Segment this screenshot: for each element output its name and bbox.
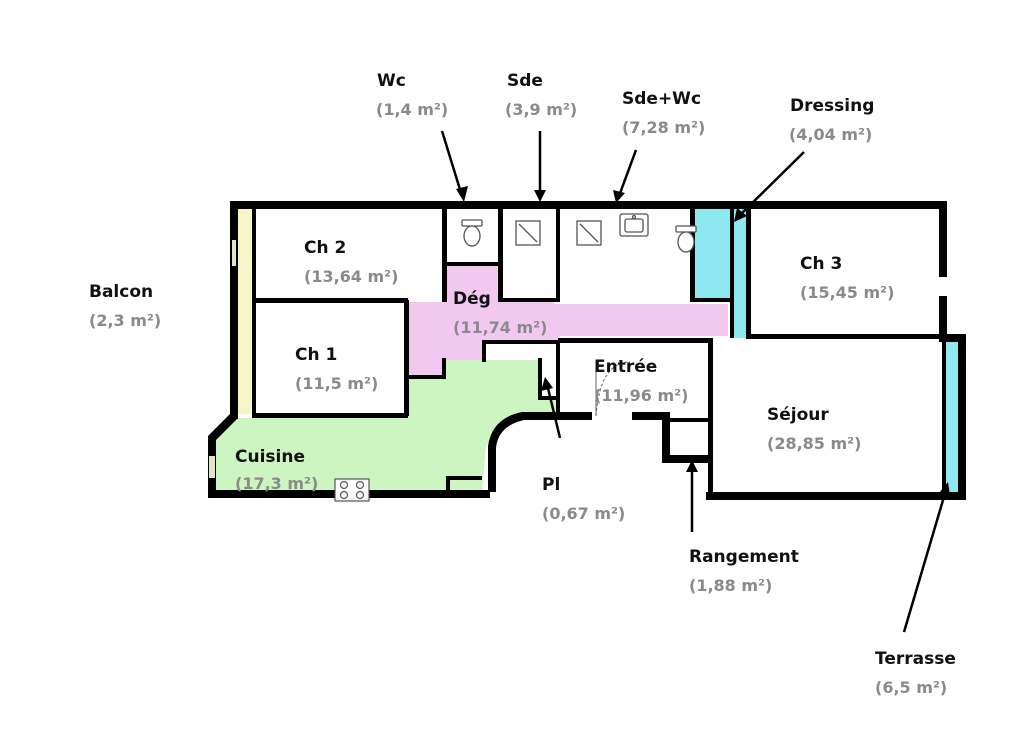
balcon-fill xyxy=(236,208,252,414)
arrow-sdewc xyxy=(613,149,638,203)
area-sde: (3,9 m²) xyxy=(505,100,577,119)
area-entree: (11,96 m²) xyxy=(594,386,688,405)
area-sejour: (28,85 m²) xyxy=(767,434,861,453)
arrow-pl xyxy=(541,377,562,439)
shower-icon xyxy=(576,220,602,246)
label-sejour: Séjour xyxy=(767,405,829,425)
toilet-icon xyxy=(675,225,697,253)
label-terrasse: Terrasse xyxy=(875,649,956,669)
area-pl: (0,67 m²) xyxy=(542,504,625,523)
shower-icon xyxy=(515,220,541,246)
area-deg: (11,74 m²) xyxy=(453,318,547,337)
arrow-dressing xyxy=(734,151,805,222)
area-ch1: (11,5 m²) xyxy=(295,374,378,393)
label-cuisine: Cuisine xyxy=(235,447,305,467)
arrow-rangement xyxy=(686,460,698,532)
window-mark-ch1 xyxy=(232,240,236,266)
label-deg: Dég xyxy=(453,289,491,309)
dressing-strip-fill xyxy=(733,208,747,338)
area-ch2: (13,64 m²) xyxy=(304,267,398,286)
area-ch3: (15,45 m²) xyxy=(800,283,894,302)
toilet-icon xyxy=(461,219,483,247)
label-sde: Sde xyxy=(507,71,543,91)
label-rangement: Rangement xyxy=(689,547,799,567)
label-ch1: Ch 1 xyxy=(295,345,337,365)
label-ch2: Ch 2 xyxy=(304,238,346,258)
area-terrasse: (6,5 m²) xyxy=(875,678,947,697)
label-pl: Pl xyxy=(542,475,560,495)
area-dressing: (4,04 m²) xyxy=(789,125,872,144)
area-cuisine: (17,3 m²) xyxy=(235,474,318,493)
area-wc: (1,4 m²) xyxy=(376,100,448,119)
dressing-fill xyxy=(694,208,732,300)
area-balcon: (2,3 m²) xyxy=(89,311,161,330)
arrow-sde xyxy=(534,131,546,202)
arrow-wc xyxy=(440,130,468,202)
interior-walls xyxy=(252,208,946,500)
arrow-terrasse xyxy=(902,482,950,633)
label-ch3: Ch 3 xyxy=(800,254,842,274)
sink-icon xyxy=(619,213,649,237)
cooktop-icon xyxy=(334,478,370,502)
entry-door-swing xyxy=(595,361,631,417)
area-sdewc: (7,28 m²) xyxy=(622,118,705,137)
label-dressing: Dressing xyxy=(790,96,874,116)
cuisine-fill xyxy=(216,360,556,492)
area-rangement: (1,88 m²) xyxy=(689,576,772,595)
deg-fill xyxy=(408,266,728,378)
window-mark-cuisine xyxy=(209,456,215,478)
label-wc: Wc xyxy=(377,71,406,91)
label-sdewc: Sde+Wc xyxy=(622,89,701,109)
label-balcon: Balcon xyxy=(89,282,153,302)
label-entree: Entrée xyxy=(594,357,657,377)
